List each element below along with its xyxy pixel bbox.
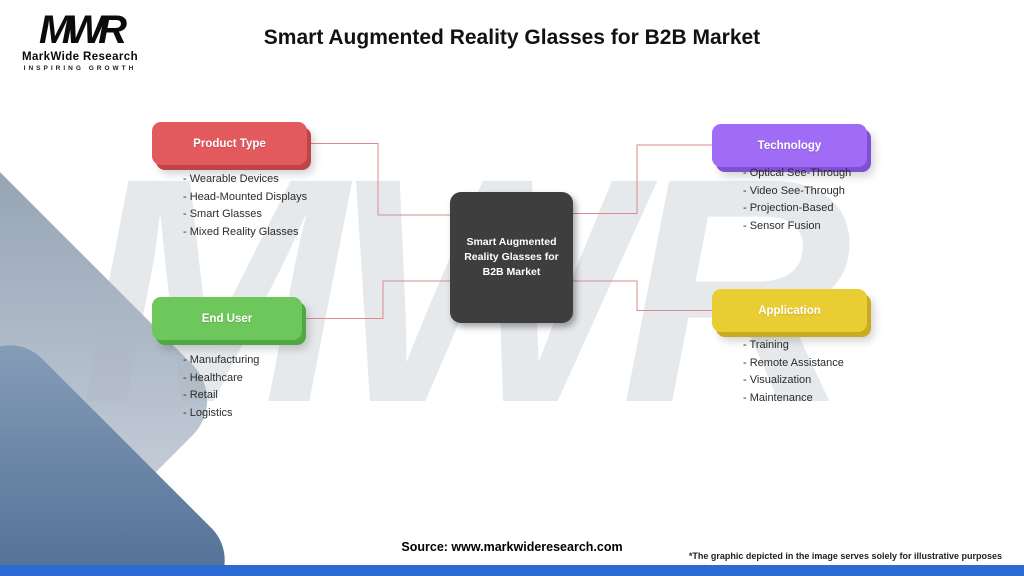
mwr-logo-mark: MWR	[39, 8, 127, 52]
mwr-logo: MWR MarkWide Research INSPIRING GROWTH	[20, 10, 140, 72]
disclaimer-text: *The graphic depicted in the image serve…	[688, 551, 1002, 561]
segment-item: - Optical See-Through	[743, 167, 852, 179]
segment-item: - Remote Assistance	[743, 356, 844, 369]
page-title: Smart Augmented Reality Glasses for B2B …	[263, 26, 761, 49]
segment-list-application: - Training - Remote Assistance - Visuali…	[743, 337, 844, 407]
segment-box-product-type: Product Type	[152, 122, 307, 165]
segment-item: - Training	[743, 339, 789, 351]
segment-label: Technology	[757, 139, 822, 152]
segment-item: - Projection-Based	[743, 202, 834, 214]
bottom-accent-bar	[0, 565, 1024, 576]
segment-item: - Manufacturing	[183, 354, 260, 366]
segment-item: - Video See-Through	[743, 184, 845, 197]
segment-item: - Retail	[183, 389, 218, 401]
segment-box-technology: Technology	[712, 124, 867, 167]
segment-list-product-type: - Wearable Devices - Head-Mounted Displa…	[183, 171, 307, 241]
segment-label: End User	[201, 312, 253, 325]
connector-application	[573, 280, 712, 311]
center-node: Smart Augmented Reality Glasses for B2B …	[450, 192, 573, 323]
segment-label: Product Type	[193, 137, 266, 150]
segment-list-technology: - Optical See-Through - Video See-Throug…	[743, 165, 851, 235]
segment-label: Application	[758, 304, 821, 317]
segment-item: - Wearable Devices	[183, 173, 279, 185]
segment-item: - Maintenance	[743, 391, 813, 404]
mwr-logo-name: MarkWide Research	[22, 51, 138, 63]
segment-item: - Head-Mounted Displays	[183, 190, 308, 203]
segment-item: - Healthcare	[183, 371, 243, 384]
segment-list-end-user: - Manufacturing - Healthcare - Retail - …	[183, 352, 259, 422]
mwr-logo-tagline: INSPIRING GROWTH	[23, 65, 137, 72]
center-node-label: Smart Augmented Reality Glasses for B2B …	[464, 236, 559, 278]
segment-item: - Sensor Fusion	[743, 219, 821, 232]
segment-item: - Logistics	[183, 406, 233, 419]
connector-product-type	[307, 143, 450, 216]
segment-item: - Mixed Reality Glasses	[183, 225, 299, 238]
segment-box-application: Application	[712, 289, 867, 332]
segment-item: - Smart Glasses	[183, 208, 262, 220]
connector-technology	[573, 144, 712, 214]
segment-box-end-user: End User	[152, 297, 302, 340]
connector-end-user	[302, 280, 450, 319]
segment-item: - Visualization	[743, 374, 812, 386]
source-text: Source: www.markwideresearch.com	[401, 540, 623, 554]
